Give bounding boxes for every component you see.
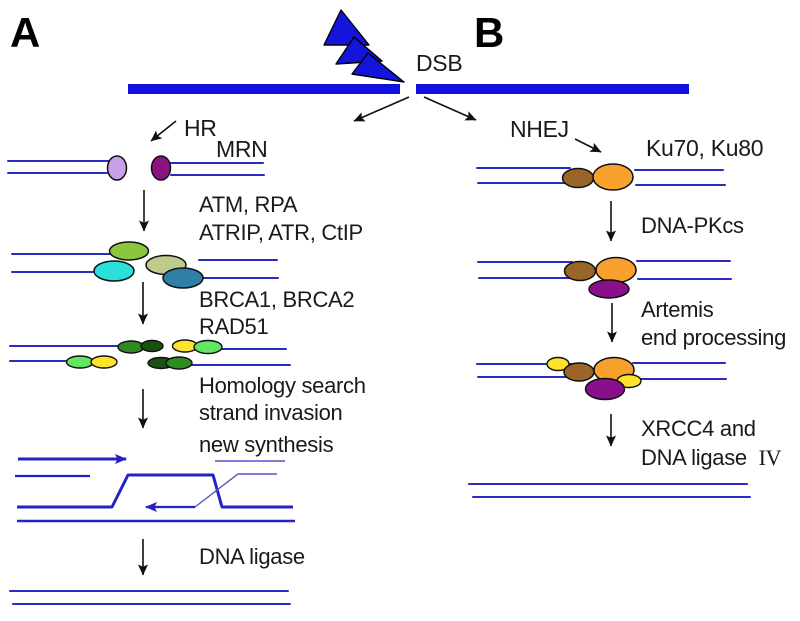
rad51-ellipse-dark-green [165, 356, 193, 370]
nhej-pathway-label: NHEJ [510, 116, 569, 142]
ku70-ku80-label: Ku70, Ku80 [646, 135, 763, 161]
rad51-ellipse-yellow [90, 355, 118, 369]
atrip-atr-ctip-label: ATRIP, ATR, CtIP [199, 220, 363, 245]
rad51-label: RAD51 [199, 314, 268, 339]
crossover-strand-path [194, 473, 277, 508]
atm-rpa-label: ATM, RPA [199, 192, 298, 217]
roman-numeral-iv: IV [759, 445, 782, 470]
hr-stage2-protein-loading [11, 241, 279, 289]
protein-ellipse-steel-blue [162, 267, 204, 289]
lightning-bolt-icon [323, 9, 405, 83]
hr-label-arrow [150, 120, 177, 142]
lightning-bolt-segment [351, 52, 405, 83]
dnapkcs-ellipse-purple [584, 377, 626, 401]
panel-b-label: B [474, 9, 504, 56]
nhej-stage3-end-processing [476, 356, 727, 401]
xrcc4-label: XRCC4 and [641, 416, 756, 441]
hr-stage3-rad51-filament [9, 339, 291, 370]
ku-protein-ellipse-brown [561, 167, 595, 189]
dsb-to-nhej-arrow [423, 96, 477, 121]
dsb-label: DSB [416, 50, 462, 76]
ku-protein-ellipse-orange [592, 163, 634, 191]
rad51-ellipse-light-green [193, 339, 223, 355]
end-processing-label: end processing [641, 325, 786, 350]
hr-stage4-strand-invasion [15, 454, 295, 523]
rad51-ellipse-deep-green [140, 339, 164, 353]
nhej-label-arrow [574, 138, 602, 153]
mrn-protein-ellipse-light-purple [106, 155, 128, 181]
ku-protein-ellipse-brown [563, 362, 595, 382]
dna-ligase-label: DNA ligase [199, 544, 305, 569]
dnapkcs-ellipse-purple [588, 279, 630, 299]
d-loop-path [17, 473, 293, 509]
nhej-repaired-dna [468, 483, 751, 498]
mrn-protein-ellipse-dark-magenta [150, 155, 172, 181]
rad51-ellipse-light-green [65, 355, 95, 369]
ku-protein-ellipse-orange [595, 256, 637, 284]
nhej-stage2-dnapkcs-recruitment [477, 256, 732, 299]
processing-ellipse-yellow [546, 356, 570, 372]
rad51-ellipse-dark-green [117, 340, 145, 354]
lightning-bolt-segment [323, 9, 370, 46]
hr-stage1-resection [7, 155, 265, 181]
dna-ligase-iv-label: DNA ligase IV [641, 445, 782, 470]
damaged-dna-bar-right [416, 84, 689, 94]
hr-repaired-dna [9, 590, 291, 605]
homology-search-label: Homology search [199, 373, 366, 398]
damaged-dna-bar-left [128, 84, 400, 94]
protein-ellipse-cyan [93, 260, 135, 282]
artemis-label: Artemis [641, 297, 714, 322]
dna-pkcs-label: DNA-PKcs [641, 213, 744, 238]
brca1-brca2-label: BRCA1, BRCA2 [199, 287, 354, 312]
protein-ellipse-yellow-green [108, 241, 150, 261]
dna-ligase-iv-text: DNA ligase [641, 445, 747, 470]
new-synthesis-label: new synthesis [199, 432, 334, 457]
nhej-stage1-ku-binding [476, 163, 726, 191]
dsb-to-hr-arrow [353, 96, 410, 122]
strand-invasion-label: strand invasion [199, 400, 342, 425]
panel-a-label: A [10, 9, 40, 56]
mrn-label: MRN [216, 136, 267, 162]
ku-protein-ellipse-brown [563, 260, 597, 282]
hr-pathway-label: HR [184, 115, 217, 141]
